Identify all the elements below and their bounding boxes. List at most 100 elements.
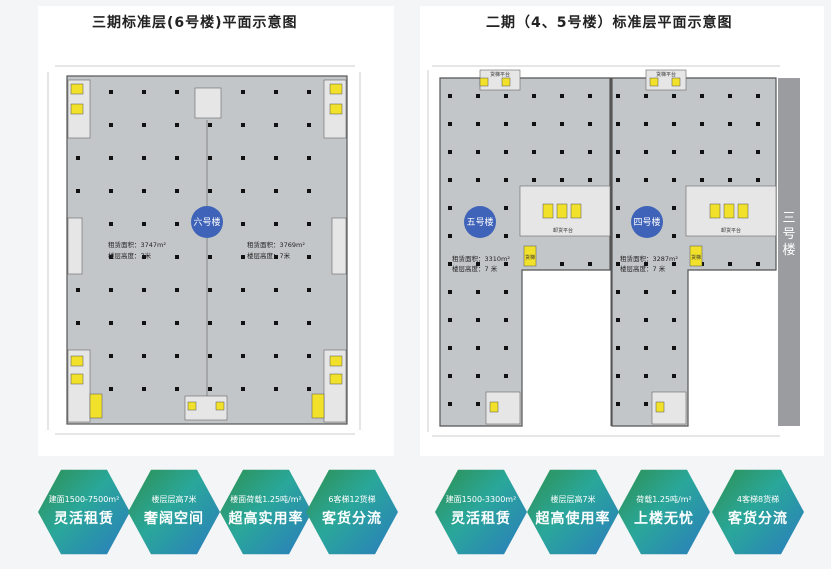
column [208,255,212,259]
column [700,178,704,182]
platform-4-label: 卸货平台 [721,227,741,234]
column [616,206,620,210]
column [307,189,311,193]
column [208,189,212,193]
building-4-marker [631,206,663,238]
column [532,150,536,154]
column [588,122,592,126]
column [109,321,113,325]
info-right-height: 楼层高度：7米 [247,251,291,260]
column [560,122,564,126]
info-right-area: 租赁面积：3769m² [247,240,305,249]
column [672,346,676,350]
column [274,189,278,193]
column [274,90,278,94]
column [307,321,311,325]
building-5-marker [464,206,496,238]
info4-height: 楼层高度：7 米 [620,264,666,273]
column [109,255,113,259]
column [307,354,311,358]
column [504,178,508,182]
column [274,156,278,160]
column [616,318,620,322]
column [728,150,732,154]
elevator-5 [523,245,537,267]
column [728,178,732,182]
column [672,290,676,294]
right-plan-title: 二期（4、5号楼）标准层平面示意图 [486,15,733,31]
column [274,222,278,226]
column [448,178,452,182]
column [142,354,146,358]
column [241,156,245,160]
column [208,387,212,391]
left-plan-title: 三期标准层(6号楼)平面示意图 [92,15,298,31]
column [756,122,760,126]
column [588,262,592,266]
column [76,156,80,160]
column [307,387,311,391]
column [109,288,113,292]
building-4-label: 四号楼 [633,216,660,228]
top-platform-4-label: 货梯平台 [656,71,676,78]
building-6-floorplan: 六号楼 租赁面积：3747m² 楼层高度：7米 租赁面积：3769m² 楼层高度… [47,65,361,435]
column [616,290,620,294]
column [76,321,80,325]
column [109,156,113,160]
badge-title: 超高实用率 [228,511,304,527]
column [700,94,704,98]
column [448,402,452,406]
column [109,222,113,226]
column [504,234,508,238]
column [274,123,278,127]
column [109,189,113,193]
column [616,402,620,406]
column [476,122,480,126]
column [142,90,146,94]
badge-subtitle: 楼层层高7米 [550,495,596,504]
column [448,346,452,350]
column [142,387,146,391]
column [241,90,245,94]
elevator-5-label: 货梯 [525,254,535,261]
column [644,346,648,350]
column [241,354,245,358]
column [208,288,212,292]
column [588,150,592,154]
column [672,122,676,126]
badge-subtitle: 建面1500-7500m² [48,495,120,504]
top-platform-5-label: 货梯平台 [490,71,510,78]
column [448,94,452,98]
column [109,123,113,127]
column [644,374,648,378]
column [588,178,592,182]
column [142,321,146,325]
column [616,150,620,154]
column [672,318,676,322]
column [307,90,311,94]
info-left-area: 租赁面积：3747m² [108,240,166,249]
column [448,234,452,238]
column [208,123,212,127]
building-6-label: 六号楼 [193,216,220,228]
column [76,189,80,193]
badge-subtitle: 6客梯12货梯 [328,495,376,504]
info5-height: 楼层高度：7 米 [452,264,498,273]
column [616,122,620,126]
column [476,346,480,350]
column [756,262,760,266]
column [560,178,564,182]
column [504,122,508,126]
column [476,290,480,294]
column [208,321,212,325]
column [175,222,179,226]
column [644,318,648,322]
column [700,150,704,154]
column [142,222,146,226]
column [672,262,676,266]
column [274,321,278,325]
